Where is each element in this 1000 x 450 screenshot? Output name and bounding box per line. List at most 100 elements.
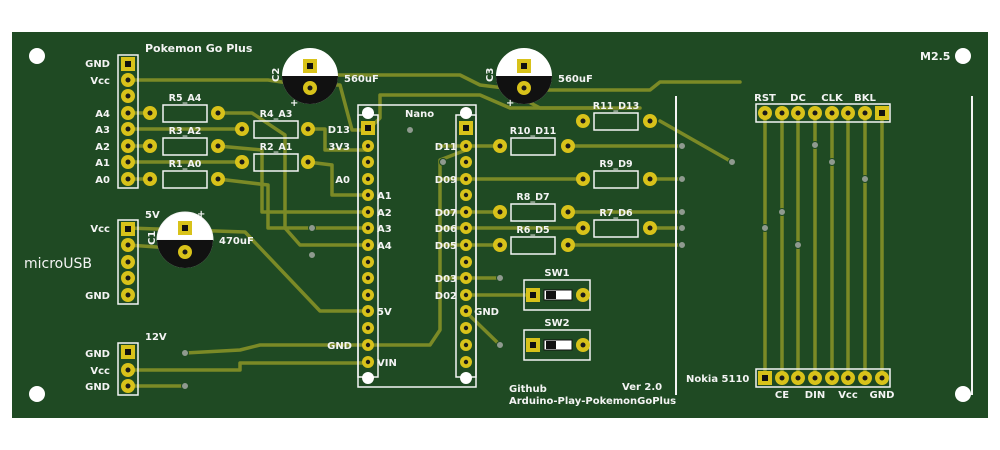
display-label: Nokia 5110 (686, 374, 749, 385)
nano-pin-label: A3 (377, 224, 392, 235)
nano-pin-label: D06 (435, 224, 457, 235)
pin-label: A0 (95, 175, 110, 186)
pin-label: GND (85, 382, 110, 393)
resistor-label: R10_D11 (510, 126, 556, 137)
nano-pin-label: 5V (377, 307, 392, 318)
usb-label: microUSB (24, 256, 92, 272)
silk-lines (675, 96, 973, 395)
resistor-label: R2_A1 (260, 142, 293, 153)
cap-c1-ref: C1 (147, 231, 158, 245)
lcd-pin-label: DIN (805, 390, 825, 401)
lcd-pin-label: DC (790, 93, 806, 104)
nano-right-labels: D11 D09 D07 D06 D05 D03 D02 GND (435, 142, 499, 318)
nano-pin-label: A2 (377, 208, 392, 219)
lcd-top-labels: RST DC CLK BKL (754, 93, 876, 104)
nano-pin-label: 3V3 (328, 142, 350, 153)
cap-c3-value: 560uF (558, 74, 593, 85)
nano-left-labels: D13 3V3 A0 A1 A2 A3 A4 5V GND VIN (327, 125, 397, 369)
nano-pin-label: A4 (377, 241, 392, 252)
board-title: Pokemon Go Plus (145, 42, 253, 55)
switch-sw2[interactable] (543, 339, 573, 351)
lcd-pin-label: Vcc (838, 390, 858, 401)
nano-pin-label: D13 (328, 125, 350, 136)
cap-c2-ref: C2 (271, 68, 282, 82)
resistor-r2 (253, 153, 299, 172)
resistor-labels: R5_A4 R3_A2 R1_A0 R4_A3 R2_A1 R11_D13 R1… (169, 93, 640, 236)
pin-label: GND (85, 349, 110, 360)
resistor-r8 (510, 203, 556, 222)
resistor-label: R5_A4 (169, 93, 202, 104)
resistor-r6 (510, 236, 556, 255)
switch-sw1[interactable] (543, 289, 573, 301)
nano-pin-label: A0 (335, 175, 350, 186)
resistor-label: R4_A3 (260, 109, 293, 120)
nano-holes (362, 107, 472, 384)
resistor-r4 (253, 120, 299, 139)
resistor-label: R7_D6 (599, 208, 633, 219)
pin-label: GND (85, 59, 110, 70)
resistor-r3 (162, 137, 208, 156)
cap-c3-ref: C3 (485, 68, 496, 82)
capacitor-c3 (496, 48, 552, 104)
version-label: Ver 2.0 (622, 382, 662, 393)
lcd-pin-label: GND (870, 390, 895, 401)
cap-c1-value: 470uF (219, 236, 254, 247)
pin-label: A4 (95, 109, 110, 120)
header-12v-title: 12V (145, 332, 167, 343)
nano-pin-label: A1 (377, 191, 392, 202)
nano-pin-label: D02 (435, 291, 457, 302)
resistor-label: R1_A0 (169, 159, 202, 170)
pads (121, 57, 889, 393)
resistor-r9 (593, 170, 639, 189)
nano-pin-label: D09 (435, 175, 457, 186)
nano-pin-label: GND (474, 307, 499, 318)
resistor-r10 (510, 137, 556, 156)
lcd-pin-label: RST (754, 93, 776, 104)
resistor-label: R3_A2 (169, 126, 202, 137)
lcd-bottom-labels: CE DIN Vcc GND (775, 390, 895, 401)
vias (181, 126, 869, 390)
pin-label: GND (85, 291, 110, 302)
nano-pin-label: D03 (435, 274, 457, 285)
header-12v-labels: GND Vcc GND (85, 349, 110, 393)
cap-c2-plus: + (290, 98, 298, 109)
cap-c2-value: 560uF (344, 74, 379, 85)
mounting-hole (955, 48, 971, 64)
nano-pin-label: D11 (435, 142, 457, 153)
lcd-pin-label: CLK (821, 93, 844, 104)
nano-pin-label: VIN (377, 358, 397, 369)
switch-label: SW1 (544, 268, 569, 279)
resistor-r7 (593, 219, 639, 238)
cap-c3-plus: + (506, 98, 514, 109)
repo-label: Arduino-Play-PokemonGoPlus (509, 396, 676, 407)
header-5v-labels: Vcc GND (85, 224, 110, 302)
pin-label: A2 (95, 142, 110, 153)
resistor-label: R9_D9 (599, 159, 632, 170)
cap-c1-plus: + (197, 209, 205, 220)
nano-pin-label: D05 (435, 241, 457, 252)
resistor-label: R11_D13 (593, 101, 639, 112)
pin-label: Vcc (90, 76, 110, 87)
pin-label: Vcc (90, 224, 110, 235)
switch-label: SW2 (544, 318, 569, 329)
capacitor-c2 (282, 48, 338, 104)
header-top-labels: GND Vcc A4 A3 A2 A1 A0 (85, 59, 110, 186)
mount-label: M2.5 (920, 50, 950, 63)
resistor-bodies (162, 104, 639, 255)
nano-label: Nano (405, 109, 434, 120)
pin-label: A1 (95, 158, 110, 169)
resistor-label: R6_D5 (516, 225, 549, 236)
pin-label: A3 (95, 125, 110, 136)
pin-label: Vcc (90, 366, 110, 377)
resistor-r11 (593, 112, 639, 131)
resistor-r5 (162, 104, 208, 123)
lcd-pin-label: CE (775, 390, 789, 401)
mounting-hole (29, 386, 45, 402)
nano-pin-label: GND (327, 341, 352, 352)
header-5v-title: 5V (145, 210, 160, 221)
lcd-pin-label: BKL (854, 93, 876, 104)
mounting-hole (29, 48, 45, 64)
resistor-label: R8_D7 (516, 192, 549, 203)
mounting-hole (955, 386, 971, 402)
